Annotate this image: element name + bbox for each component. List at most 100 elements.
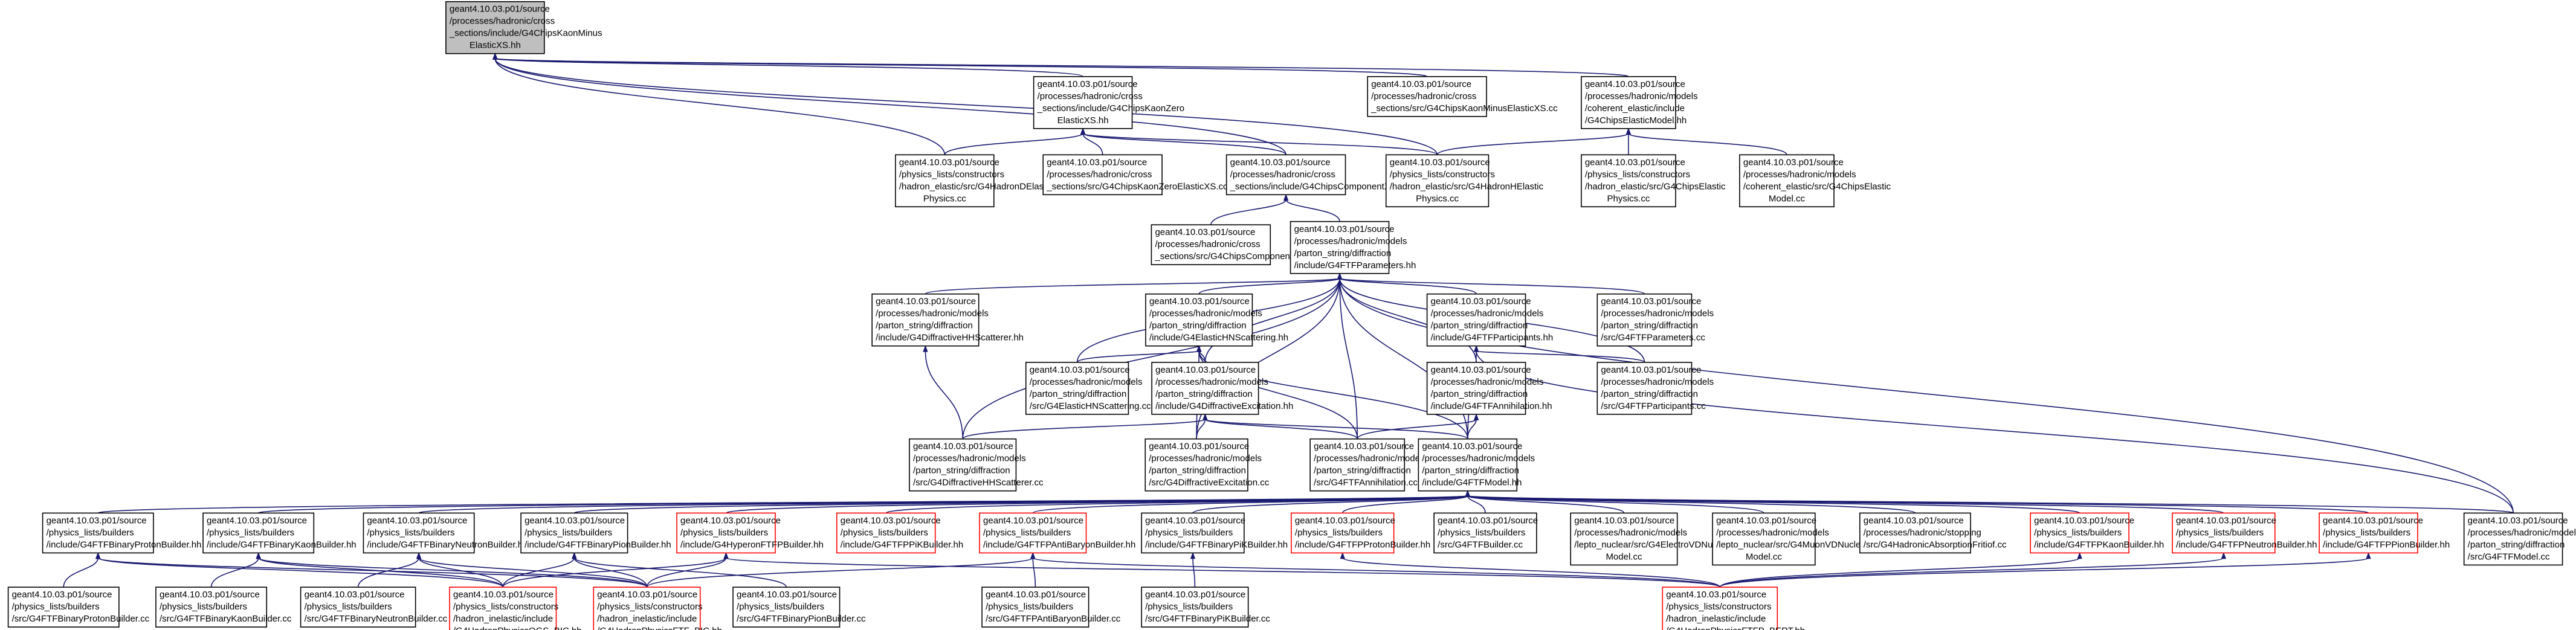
node-box [1151, 224, 1271, 266]
node-label-line: /processes/hadronic/models [1294, 236, 1407, 246]
node-component-hh[interactable]: geant4.10.03.p01/source/processes/hadron… [1225, 154, 1409, 196]
node-c-ftfbic[interactable]: geant4.10.03.p01/source/physics_lists/co… [593, 587, 722, 630]
node-label-line: geant4.10.03.p01/source [207, 515, 307, 526]
node-b-binkaon-hh[interactable]: geant4.10.03.p01/source/physics_lists/bu… [202, 512, 357, 554]
edge-c-qgsbic-to-b-hyperon-hh [502, 557, 727, 588]
node-c-ftfpbert[interactable]: geant4.10.03.p01/source/physics_lists/co… [1662, 587, 1805, 630]
node-b-ftfpproton-hh[interactable]: geant4.10.03.p01/source/physics_lists/bu… [1291, 512, 1430, 554]
edge-arrowhead [1625, 127, 1632, 135]
node-label-line: /G4ChipsElasticModel.hh [1585, 115, 1687, 126]
node-box [363, 512, 475, 554]
node-ftfparams-cc[interactable]: geant4.10.03.p01/source/processes/hadron… [1596, 293, 1714, 347]
node-label-line: /physics_lists/builders [1145, 527, 1233, 538]
node-c-binproton-cc[interactable]: geant4.10.03.p01/source/physics_lists/bu… [7, 587, 150, 628]
node-b-ftfpneutron-hh[interactable]: geant4.10.03.p01/source/physics_lists/bu… [2172, 512, 2317, 554]
node-label-line: geant4.10.03.p01/source [913, 442, 1013, 452]
node-label-line: /physics_lists/builders [367, 527, 454, 538]
node-c-qgsbic[interactable]: geant4.10.03.p01/source/physics_lists/co… [449, 587, 582, 630]
edge-c-ftfpbert-to-b-ftfppion-hh [1719, 557, 2369, 588]
edge-arrowhead [492, 53, 498, 60]
edge-c-qgsbic-to-b-binneutron-hh [418, 558, 504, 588]
node-label-line: /include/G4FTFPAntiBaryonBuilder.hh [983, 539, 1135, 550]
node-diffexc-cc[interactable]: geant4.10.03.p01/source/processes/hadron… [1144, 438, 1270, 492]
edge-hadronhelastic-to-kzero-hh [1082, 133, 1438, 156]
edge-arrowhead [1473, 413, 1479, 420]
node-elastichn-cc[interactable]: geant4.10.03.p01/source/processes/hadron… [1025, 362, 1151, 415]
node-box [909, 438, 1017, 492]
node-label-line: /physics_lists/constructors [1666, 602, 1771, 612]
node-b-hyperon-hh[interactable]: geant4.10.03.p01/source/physics_lists/bu… [676, 512, 824, 554]
node-box [1859, 512, 1971, 554]
node-label-line: geant4.10.03.p01/source [983, 515, 1083, 526]
node-b-binneutron-hh[interactable]: geant4.10.03.p01/source/physics_lists/bu… [363, 512, 528, 554]
node-ftfpart-cc[interactable]: geant4.10.03.p01/source/processes/hadron… [1596, 362, 1714, 415]
edge-arrowhead [95, 551, 101, 559]
node-kzero-cc[interactable]: geant4.10.03.p01/source/processes/hadron… [1042, 154, 1228, 196]
node-label-line: /parton_string/diffraction [1155, 389, 1253, 399]
node-box [445, 1, 545, 54]
edge-component-cc-to-component-hh [1210, 199, 1286, 225]
node-label-line: geant4.10.03.p01/source [1030, 365, 1130, 375]
node-label-line: /physics_lists/constructors [1390, 169, 1495, 179]
node-label-line: geant4.10.03.p01/source [160, 590, 260, 600]
node-c-binpion-cc[interactable]: geant4.10.03.p01/source/physics_lists/bu… [732, 587, 866, 628]
node-c-antibaryon-cc[interactable]: geant4.10.03.p01/source/physics_lists/bu… [981, 587, 1121, 628]
node-ftfannih-hh[interactable]: geant4.10.03.p01/source/processes/hadron… [1426, 362, 1552, 415]
node-b-ftfppion-hh[interactable]: geant4.10.03.p01/source/physics_lists/bu… [2319, 512, 2450, 554]
node-label-line: geant4.10.03.p01/source [1438, 515, 1538, 526]
node-diffhnscat-cc[interactable]: geant4.10.03.p01/source/processes/hadron… [909, 438, 1044, 492]
edge-c-binneutron-cc-to-b-binneutron-hh [357, 558, 419, 588]
node-c-binpik-cc[interactable]: geant4.10.03.p01/source/physics_lists/bu… [1141, 587, 1270, 628]
node-label-line: /include/G4FTFPProtonBuilder.hh [1295, 539, 1430, 550]
node-c-binneutron-cc[interactable]: geant4.10.03.p01/source/physics_lists/bu… [300, 587, 448, 628]
node-label-line: ElasticXS.hh [470, 40, 521, 51]
edge-diffexc-cc-to-diffexc-hh [1196, 419, 1206, 439]
node-c-binkaon-cc[interactable]: geant4.10.03.p01/source/physics_lists/bu… [155, 587, 292, 628]
node-box [1596, 362, 1693, 415]
node-m-elastic-nd[interactable]: geant4.10.03.p01/source/processes/hadron… [1570, 512, 1732, 566]
node-kzero-hh[interactable]: geant4.10.03.p01/source/processes/hadron… [1033, 76, 1184, 129]
node-label-line: geant4.10.03.p01/source [1038, 79, 1138, 89]
node-ftfmodel-cc[interactable]: geant4.10.03.p01/source/processes/hadron… [2463, 512, 2576, 566]
node-label-line: Physics.cc [1416, 193, 1459, 204]
node-chipselasticphys[interactable]: geant4.10.03.p01/source/physics_lists/co… [1581, 154, 1726, 208]
node-b-antibaryon-hh[interactable]: geant4.10.03.p01/source/physics_lists/bu… [979, 512, 1135, 554]
node-kminus-cc[interactable]: geant4.10.03.p01/source/processes/hadron… [1367, 76, 1558, 117]
node-box [1712, 512, 1816, 566]
node-label-line: geant4.10.03.p01/source [1314, 442, 1414, 452]
node-diffhnscat-hh[interactable]: geant4.10.03.p01/source/processes/hadron… [871, 293, 1024, 347]
node-elastichn-hh[interactable]: geant4.10.03.p01/source/processes/hadron… [1145, 293, 1288, 347]
node-chipselastic-cc[interactable]: geant4.10.03.p01/source/processes/hadron… [1739, 154, 1891, 208]
node-b-ftfpkaonb-hh[interactable]: geant4.10.03.p01/source/physics_lists/bu… [2030, 512, 2164, 554]
node-box [7, 587, 120, 628]
node-label-line: geant4.10.03.p01/source [1149, 297, 1250, 307]
edge-c-antibaryon-cc-to-b-antibaryon-hh [1032, 558, 1036, 588]
node-label-line: _sections/src/G4ChipsKaonMinusElasticXS.… [1370, 103, 1558, 114]
node-label-line: geant4.10.03.p01/source [1149, 442, 1249, 452]
node-root[interactable]: geant4.10.03.p01/source/processes/hadron… [445, 1, 602, 54]
node-b-binpik-hh[interactable]: geant4.10.03.p01/source/physics_lists/bu… [1141, 512, 1288, 554]
node-b-binpion-hh[interactable]: geant4.10.03.p01/source/physics_lists/bu… [520, 512, 671, 554]
node-box [1367, 76, 1487, 117]
node-label-line: /include/G4DiffractiveHHScatterer.hh [876, 333, 1024, 343]
node-ftfmodel-hh[interactable]: geant4.10.03.p01/source/processes/hadron… [1418, 438, 1535, 492]
node-component-cc[interactable]: geant4.10.03.p01/source/processes/hadron… [1151, 224, 1317, 266]
node-diffexc-hh[interactable]: geant4.10.03.p01/source/processes/hadron… [1151, 362, 1293, 415]
node-b-ftfbuilder-cc[interactable]: geant4.10.03.p01/source/physics_lists/bu… [1433, 512, 1538, 554]
node-hadrondelastic[interactable]: geant4.10.03.p01/source/physics_lists/co… [895, 154, 1053, 208]
node-b-binproton-hh[interactable]: geant4.10.03.p01/source/physics_lists/bu… [42, 512, 202, 554]
edge-arrowhead [2077, 551, 2082, 559]
node-m-muon-nd[interactable]: geant4.10.03.p01/source/processes/hadron… [1712, 512, 1869, 566]
node-ftfannih-cc[interactable]: geant4.10.03.p01/source/processes/hadron… [1309, 438, 1427, 492]
node-box [2463, 512, 2563, 566]
node-box [1025, 362, 1129, 415]
node-box [732, 587, 841, 628]
node-hadronhelastic[interactable]: geant4.10.03.p01/source/physics_lists/co… [1385, 154, 1544, 208]
node-b-ftfpkaon-hh[interactable]: geant4.10.03.p01/source/physics_lists/bu… [836, 512, 963, 554]
node-ftfpart-hh[interactable]: geant4.10.03.p01/source/processes/hadron… [1426, 293, 1554, 347]
node-ftfparams-hh[interactable]: geant4.10.03.p01/source/processes/hadron… [1290, 220, 1416, 274]
node-m-absorption[interactable]: geant4.10.03.p01/source/processes/hadron… [1859, 512, 2007, 554]
node-box [1291, 512, 1395, 554]
node-label-line: /processes/hadronic/models [1601, 377, 1714, 387]
node-chipselastic-hh[interactable]: geant4.10.03.p01/source/processes/hadron… [1581, 76, 1698, 129]
